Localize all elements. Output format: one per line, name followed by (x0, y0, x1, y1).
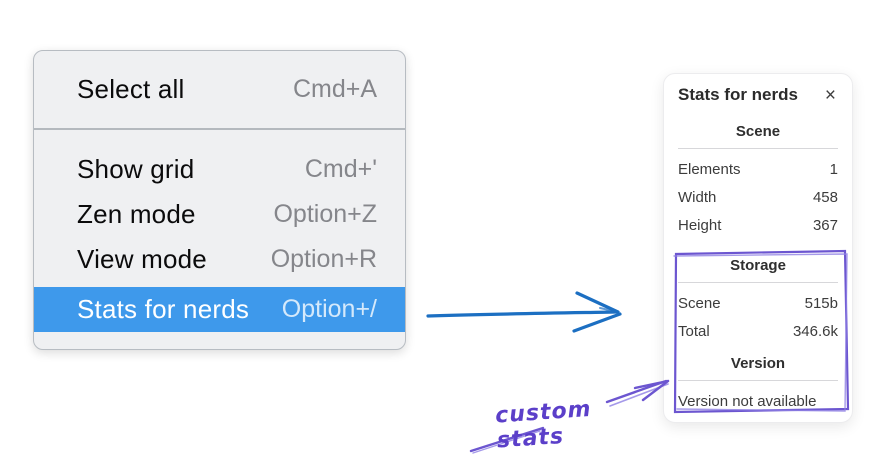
stat-value: 346.6k (792, 322, 838, 340)
stats-panel-header: Stats for nerds × (678, 85, 838, 105)
custom-stats-annotation: custom stats (494, 396, 593, 454)
divider (678, 282, 838, 283)
menu-item-shortcut: Option+/ (281, 294, 377, 323)
stat-label: Elements (678, 160, 741, 178)
menu-section-bottom: Show grid Cmd+' Zen mode Option+Z View m… (34, 130, 405, 332)
stat-row-height: Height 367 (678, 211, 838, 239)
blue-arrow (426, 291, 622, 333)
stat-value: 515b (804, 294, 838, 312)
stat-label: Width (678, 188, 717, 206)
menu-item-shortcut: Option+Z (273, 199, 377, 228)
menu-item-shortcut: Option+R (270, 244, 377, 273)
divider (678, 380, 838, 381)
menu-item-label: Zen mode (77, 198, 196, 229)
menu-item-shortcut: Cmd+A (292, 75, 377, 103)
stat-row-elements: Elements 1 (678, 155, 838, 183)
stat-label: Total (678, 322, 710, 340)
menu-item-select-all[interactable]: Select all Cmd+A (34, 67, 405, 112)
menu-item-label: Stats for nerds (77, 293, 250, 324)
context-menu: Select all Cmd+A Show grid Cmd+' Zen mod… (33, 50, 406, 350)
menu-item-view-mode[interactable]: View mode Option+R (34, 237, 405, 282)
stat-row-width: Width 458 (678, 183, 838, 211)
menu-section-top: Select all Cmd+A (34, 51, 405, 128)
menu-item-zen-mode[interactable]: Zen mode Option+Z (34, 192, 405, 237)
version-note: Version not available (678, 392, 817, 410)
stats-panel: Stats for nerds × Scene Elements 1 Width… (663, 73, 853, 423)
menu-item-stats-for-nerds[interactable]: Stats for nerds Option+/ (34, 286, 405, 332)
stat-value: 367 (812, 216, 838, 234)
menu-item-label: Show grid (77, 153, 195, 184)
stat-value: 1 (829, 160, 838, 178)
menu-item-label: View mode (77, 243, 207, 274)
stat-row-total-storage: Total 346.6k (678, 317, 838, 345)
storage-section-heading: Storage (730, 257, 786, 274)
version-section-heading: Version (730, 355, 786, 372)
divider (678, 148, 838, 149)
stat-value: 458 (812, 188, 838, 206)
close-icon[interactable]: × (824, 84, 836, 106)
stat-label: Scene (678, 294, 721, 312)
menu-divider (34, 128, 405, 130)
scene-section-heading: Scene (735, 123, 781, 140)
stat-label: Height (678, 216, 722, 234)
menu-item-shortcut: Cmd+' (304, 154, 377, 183)
menu-item-label: Select all (77, 74, 185, 104)
stats-panel-title: Stats for nerds (678, 85, 798, 104)
menu-item-show-grid[interactable]: Show grid Cmd+' (34, 147, 405, 192)
stat-row-scene-storage: Scene 515b (678, 289, 838, 317)
